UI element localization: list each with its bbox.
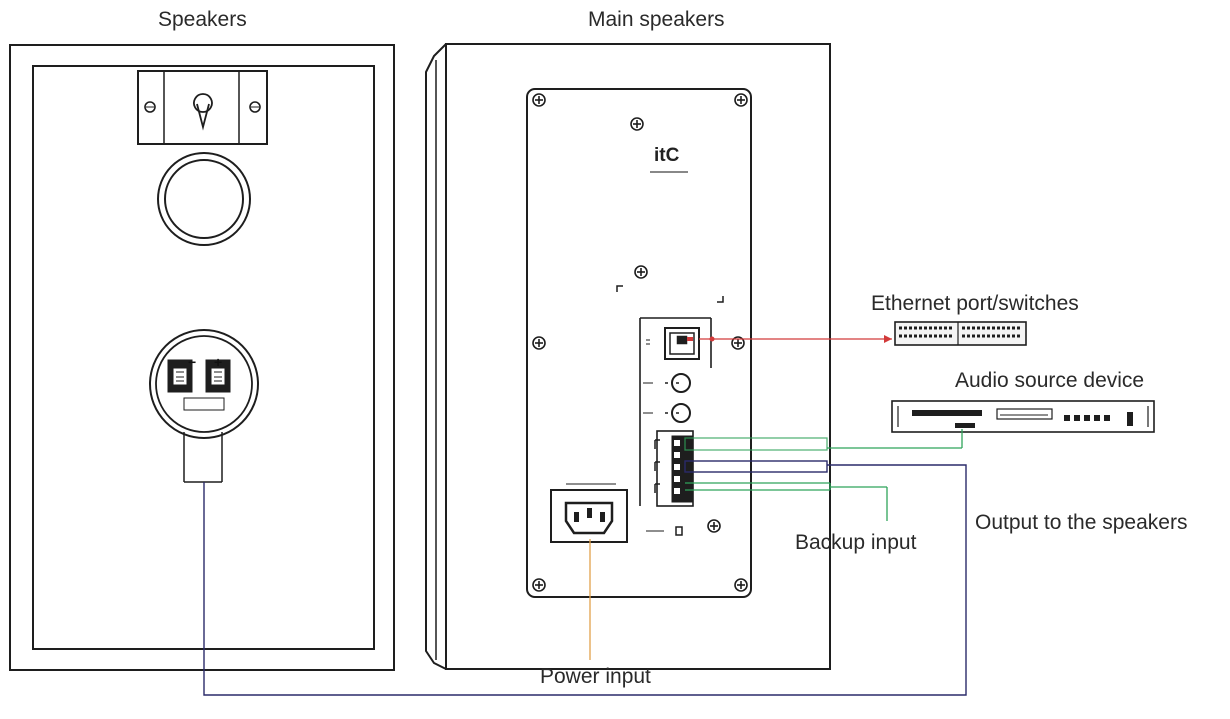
power-indicator bbox=[646, 526, 683, 536]
backup-input-label: Backup input bbox=[795, 531, 917, 554]
ethernet-jack bbox=[646, 327, 700, 360]
power-input-label: Power input bbox=[540, 665, 651, 688]
audio-input-cables bbox=[684, 429, 963, 521]
ethernet-switch bbox=[894, 321, 1027, 346]
speaker-output-cable bbox=[203, 460, 967, 696]
corner-marks bbox=[616, 285, 724, 303]
power-socket bbox=[550, 483, 628, 543]
speaker-terminal: − + bbox=[149, 329, 259, 439]
brand-logo: itC bbox=[654, 145, 680, 166]
main-speaker-cabinet bbox=[425, 43, 831, 670]
terminal-block bbox=[654, 430, 694, 507]
terminal-plus-label: + bbox=[214, 354, 222, 370]
wall-mount-bracket bbox=[137, 70, 268, 145]
volume-knobs bbox=[643, 373, 691, 423]
audio-source-device bbox=[891, 400, 1155, 433]
audio-source-label: Audio source device bbox=[955, 369, 1145, 392]
speaker-cable-plug bbox=[183, 432, 223, 483]
io-module bbox=[639, 317, 712, 506]
speakers-label: Speakers bbox=[158, 8, 247, 31]
rear-amplifier-panel bbox=[526, 88, 752, 598]
bass-port bbox=[157, 152, 251, 246]
output-label: Output to the speakers bbox=[975, 511, 1188, 534]
ethernet-cable bbox=[699, 335, 892, 343]
main-speakers-label: Main speakers bbox=[588, 8, 725, 31]
ethernet-label: Ethernet port/switches bbox=[871, 292, 1079, 315]
terminal-minus-label: − bbox=[188, 354, 196, 370]
panel-screws bbox=[532, 93, 748, 592]
speaker-cabinet bbox=[9, 44, 395, 671]
